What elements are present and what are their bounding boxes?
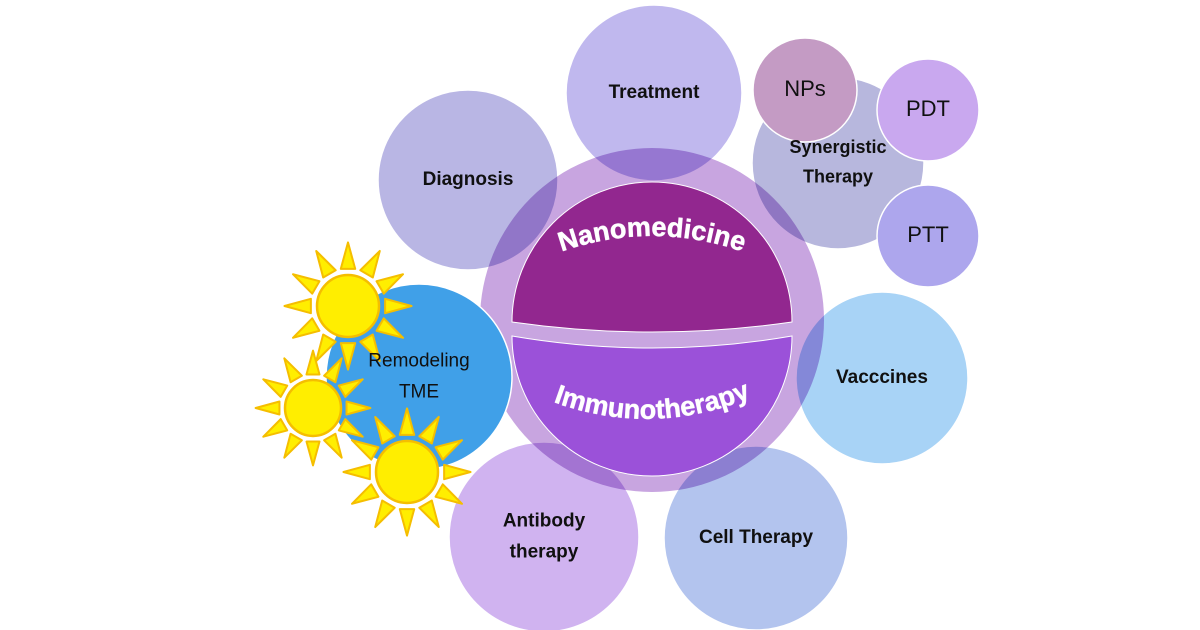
sun-ray <box>254 400 281 416</box>
sun-ray <box>305 440 321 467</box>
sun-ray <box>418 499 440 529</box>
sub-node-pdt[interactable] <box>876 58 980 162</box>
label-remodeling-tme: TME <box>399 382 439 403</box>
core-half-immunotherapy[interactable] <box>511 335 793 477</box>
sun-icon <box>342 407 472 537</box>
satellite-antibody-therapy[interactable] <box>448 441 640 630</box>
label-vaccines: Vacccines <box>836 367 928 388</box>
label-antibody-therapy: Antibody <box>503 510 586 531</box>
sun-ray <box>305 349 321 376</box>
label-remodeling-tme: Remodeling <box>368 350 469 371</box>
sun-body <box>283 378 343 438</box>
sun-ray <box>291 273 321 295</box>
sun-ray <box>418 415 440 445</box>
sun-ray <box>339 342 357 371</box>
sun-ray <box>374 415 396 445</box>
sun-ray <box>375 273 405 295</box>
satellite-circle-antibody-therapy[interactable] <box>448 441 640 630</box>
sun-ray <box>323 357 343 384</box>
label-synergistic-therapy: Therapy <box>803 167 873 187</box>
sun-ray <box>337 418 364 438</box>
core-circle-layer <box>511 181 793 477</box>
core-half-nanomedicine[interactable] <box>511 181 793 333</box>
sun-ray <box>434 483 464 505</box>
sun-ray <box>375 317 405 339</box>
satellite-diagnosis[interactable] <box>377 89 559 271</box>
sub-node-nps[interactable] <box>752 37 858 143</box>
sun-ray <box>262 418 289 438</box>
sun-ray <box>337 378 364 398</box>
satellite-vaccines[interactable] <box>795 291 969 465</box>
sun-ray <box>262 378 289 398</box>
sun-ray <box>398 407 416 436</box>
sun-icon-layer <box>254 241 472 537</box>
sun-ray <box>434 439 464 461</box>
sun-body <box>315 273 381 339</box>
satellite-circle-vaccines[interactable] <box>795 291 969 465</box>
sun-ray <box>315 249 337 279</box>
sun-icon <box>283 241 413 371</box>
sun-ray <box>283 432 303 459</box>
satellite-cell-therapy[interactable] <box>663 445 849 630</box>
label-synergistic-therapy: Synergistic <box>789 137 886 157</box>
sun-ray <box>384 297 413 315</box>
sun-ray <box>323 432 343 459</box>
satellite-circle-layer <box>325 4 969 630</box>
label-nps: NPs <box>784 76 826 101</box>
sun-ray <box>291 317 321 339</box>
sun-ray <box>315 333 337 363</box>
sun-ray <box>283 357 303 384</box>
sun-ray <box>345 400 372 416</box>
sun-ray <box>398 508 416 537</box>
satellite-treatment[interactable] <box>565 4 743 182</box>
label-cell-therapy: Cell Therapy <box>699 527 813 548</box>
sun-ray <box>342 463 371 481</box>
label-diagnosis: Diagnosis <box>423 169 514 190</box>
satellite-circle-treatment[interactable] <box>565 4 743 182</box>
sun-ray <box>339 241 357 270</box>
label-antibody-therapy: therapy <box>510 542 579 563</box>
label-pdt: PDT <box>906 96 950 121</box>
sub-node-ptt[interactable] <box>876 184 980 288</box>
label-treatment: Treatment <box>609 82 700 103</box>
sun-ray <box>359 333 381 363</box>
sun-ray <box>283 297 312 315</box>
sun-ray <box>374 499 396 529</box>
sun-ray <box>350 439 380 461</box>
sub-node-layer <box>752 37 980 288</box>
sun-ray <box>350 483 380 505</box>
sun-icon <box>254 349 372 467</box>
label-ptt: PTT <box>907 222 949 247</box>
satellite-circle-cell-therapy[interactable] <box>663 445 849 630</box>
satellite-circle-diagnosis[interactable] <box>377 89 559 271</box>
sun-body <box>374 439 440 505</box>
sun-ray <box>443 463 472 481</box>
sun-ray <box>359 249 381 279</box>
